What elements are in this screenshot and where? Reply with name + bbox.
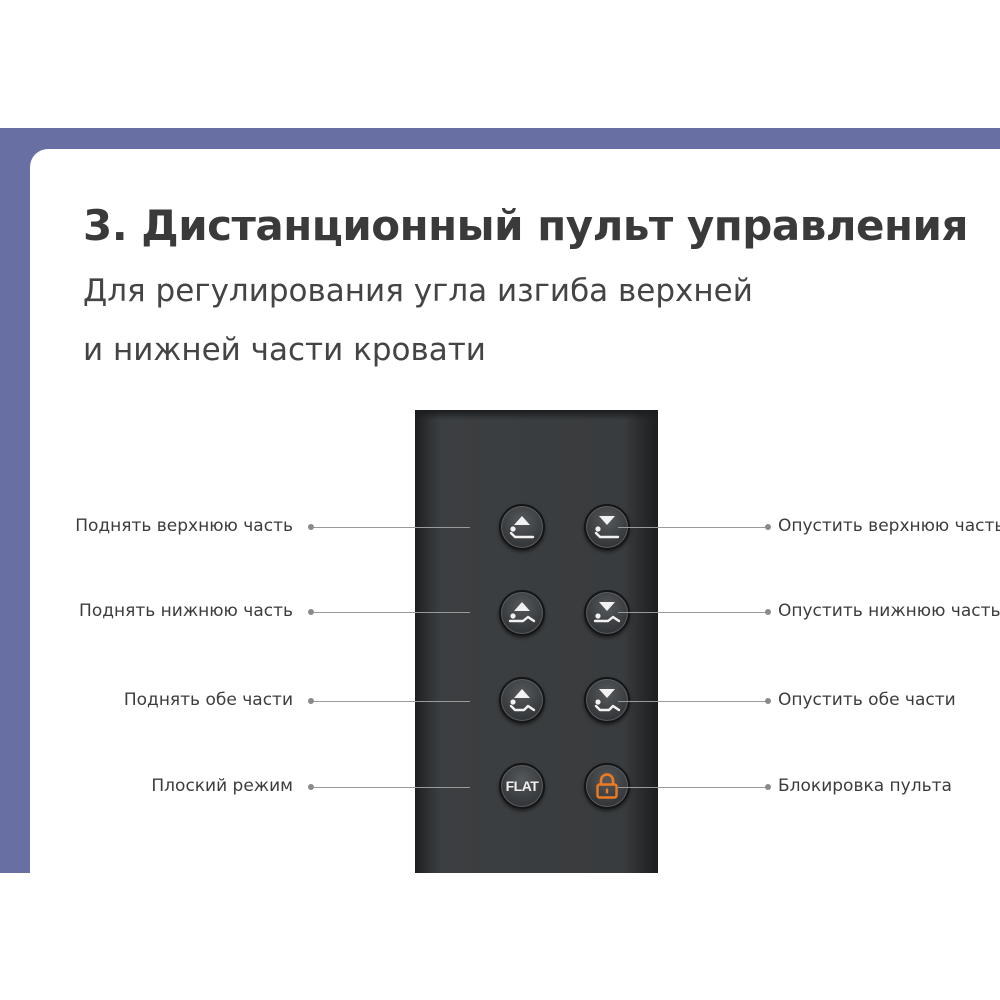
- raise-both-button[interactable]: [499, 677, 545, 723]
- label-raise-both: Поднять обе части: [123, 690, 293, 710]
- page-title: 3. Дистанционный пульт управления: [83, 201, 968, 250]
- flat-text: FLAT: [505, 778, 539, 794]
- flat-mode-button[interactable]: FLAT: [499, 763, 545, 809]
- pointer-dot: [765, 784, 771, 790]
- pointer-line: [618, 701, 768, 702]
- lower-lower-button[interactable]: [584, 590, 630, 636]
- label-lock: Блокировка пульта: [778, 776, 952, 796]
- lower-upper-icon: [594, 516, 620, 539]
- subtitle-line-1: Для регулирования угла изгиба верхней: [83, 273, 753, 309]
- label-raise-upper: Поднять верхнюю часть: [75, 516, 293, 536]
- raise-upper-button[interactable]: [499, 504, 545, 550]
- pointer-line: [314, 701, 470, 702]
- label-flat-mode: Плоский режим: [151, 776, 293, 796]
- lower-both-icon: [594, 689, 621, 712]
- label-lower-upper: Опустить верхнюю часть: [778, 516, 1000, 536]
- pointer-line: [618, 612, 768, 613]
- pointer-dot: [765, 609, 771, 615]
- label-raise-lower: Поднять нижнюю часть: [79, 601, 293, 621]
- content-card: 3. Дистанционный пульт управления Для ре…: [30, 149, 1000, 873]
- lock-icon: [596, 773, 618, 799]
- raise-both-icon: [509, 689, 536, 712]
- raise-lower-button[interactable]: [499, 590, 545, 636]
- label-lower-lower: Опустить нижнюю часть: [778, 601, 1000, 621]
- pointer-dot: [308, 609, 314, 615]
- pointer-dot: [308, 524, 314, 530]
- pointer-dot: [765, 698, 771, 704]
- pointer-dot: [308, 698, 314, 704]
- pointer-dot: [765, 524, 771, 530]
- lock-button[interactable]: [584, 763, 630, 809]
- pointer-line: [618, 527, 768, 528]
- pointer-line: [314, 787, 470, 788]
- pointer-line: [314, 527, 470, 528]
- subtitle-line-2: и нижней части кровати: [83, 332, 486, 368]
- pointer-line: [618, 787, 768, 788]
- pointer-dot: [308, 784, 314, 790]
- lower-both-button[interactable]: [584, 677, 630, 723]
- pointer-line: [314, 612, 470, 613]
- raise-upper-icon: [509, 516, 535, 539]
- remote-control: FLAT: [415, 410, 658, 873]
- lower-lower-icon: [593, 602, 621, 623]
- raise-lower-icon: [508, 602, 536, 623]
- label-lower-both: Опустить обе части: [778, 690, 956, 710]
